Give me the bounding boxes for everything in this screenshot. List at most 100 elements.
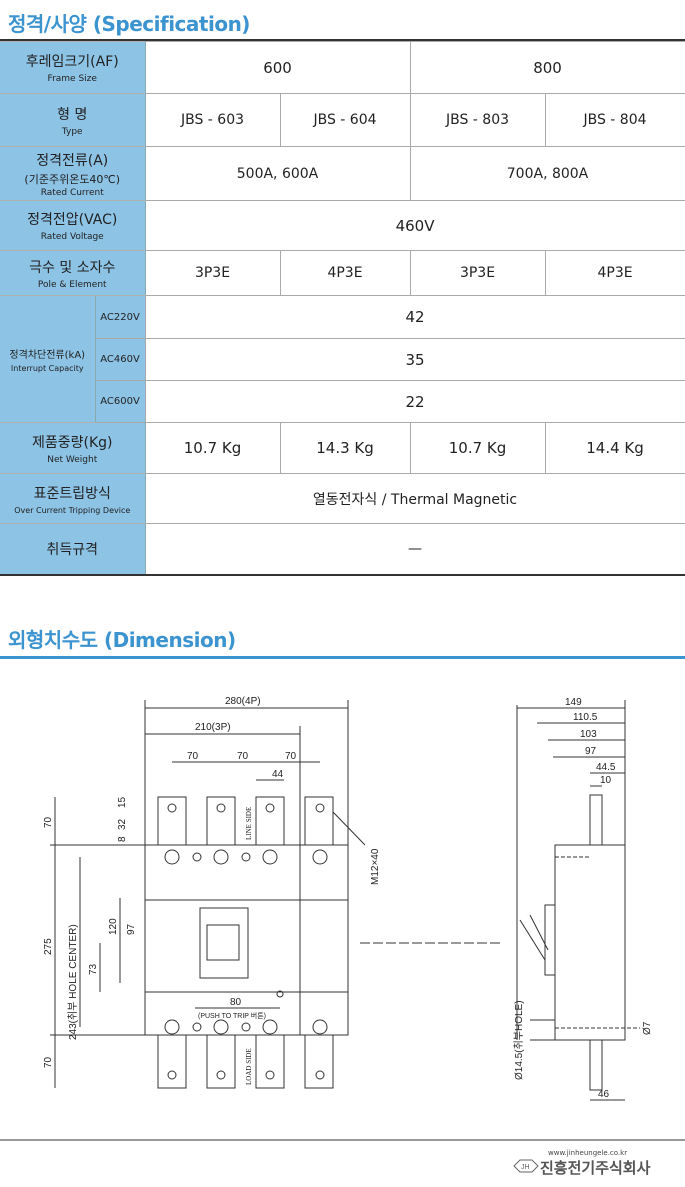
divider xyxy=(0,656,685,659)
dim-label: M12×40 xyxy=(370,848,381,885)
dim-label: 149 xyxy=(565,697,582,708)
dim-label: Ø14.5(취부HOLE) xyxy=(513,1000,525,1080)
sub-label: AC220V xyxy=(95,295,146,339)
dim-label: 110.5 xyxy=(573,712,598,723)
line-side-label: LINE SIDE xyxy=(245,807,253,840)
dim-label: 8 xyxy=(117,836,128,842)
dim-label: 103 xyxy=(580,729,597,740)
label: 정격전류(A) xyxy=(36,152,109,169)
cell: JBS - 603 xyxy=(145,93,281,147)
dim-label: 70 xyxy=(237,751,249,762)
bottom-terminals xyxy=(157,1034,334,1089)
dim-label: 210(3P) xyxy=(195,722,231,733)
label: 제품중량(Kg) xyxy=(31,434,113,451)
cell: 460V xyxy=(145,200,685,251)
dim-label: 97 xyxy=(585,746,597,757)
sub-label: AC600V xyxy=(95,380,146,423)
dimension-drawing: 280(4P) 210(3P) 70 70 70 44 15 32 8 70 2… xyxy=(43,696,653,1101)
dim-label: 73 xyxy=(88,963,99,975)
cell: — xyxy=(145,523,685,576)
dim-label: 10 xyxy=(600,775,612,786)
cell: 600 xyxy=(145,41,411,94)
label-en: Rated Current xyxy=(40,187,104,198)
label: 형 명 xyxy=(57,106,88,123)
cell: 500A, 600A xyxy=(145,146,411,201)
top-terminals xyxy=(157,796,334,846)
dim-label: 46 xyxy=(598,1089,610,1100)
cell: 4P3E xyxy=(545,250,685,296)
cell: 3P3E xyxy=(145,250,281,296)
table-row: 후레임크기(AF) Frame Size 600 800 xyxy=(0,41,685,94)
label-en: Frame Size xyxy=(47,74,97,84)
sub-label: AC460V xyxy=(95,338,146,381)
label-en: Rated Voltage xyxy=(40,232,104,242)
table-row: 표준트립방식 Over Current Tripping Device 열동전자식… xyxy=(0,473,685,524)
footer-divider xyxy=(0,1139,685,1141)
spec-table: 후레임크기(AF) Frame Size 600 800 형 명 Type JBS … xyxy=(0,41,685,576)
label-en: Type xyxy=(61,126,83,137)
breaker-body xyxy=(144,844,349,1036)
label-sub: (기준주위온도40℃) xyxy=(24,172,121,186)
table-row: 정격전류(A) (기준주위온도40℃)Rated Current 500A, 60… xyxy=(0,146,685,201)
table-row: AC460V 35 xyxy=(0,338,685,381)
dim-label: 280(4P) xyxy=(225,696,261,707)
cell: 3P3E xyxy=(410,250,546,296)
cell: 14.3 Kg xyxy=(280,422,411,474)
svg-text:JH: JH xyxy=(521,1164,530,1171)
cell: JBS - 604 xyxy=(280,93,411,147)
cell: 10.7 Kg xyxy=(145,422,281,474)
side-view xyxy=(516,700,640,1101)
dim-label: 80 xyxy=(230,997,242,1008)
label-en: Net Weight xyxy=(47,454,98,465)
dim-label: 44 xyxy=(272,769,284,780)
dim-label: 15 xyxy=(117,796,128,808)
handle xyxy=(199,907,249,979)
cell: JBS - 804 xyxy=(545,93,685,147)
footer-url: www.jinheungele.co.kr xyxy=(548,1149,628,1157)
label: 표준트립방식 xyxy=(33,485,111,502)
dim-label: 32 xyxy=(117,818,128,830)
table-row: 정격전압(VAC) Rated Voltage 460V xyxy=(0,200,685,251)
cell: 700A, 800A xyxy=(410,146,685,201)
company-logo-icon: JH xyxy=(513,1159,539,1173)
dim-label: 70 xyxy=(285,751,297,762)
label: 정격차단전류(kA) xyxy=(9,349,86,361)
cell: 열동전자식 / Thermal Magnetic xyxy=(145,473,685,524)
table-row: 취득규격 — xyxy=(0,523,685,576)
dim-label: 120 xyxy=(108,918,119,935)
label: 극수 및 소자수 xyxy=(29,259,116,276)
dim-label: Ø7 xyxy=(642,1021,653,1035)
cell: JBS - 803 xyxy=(410,93,546,147)
label-en: Over Current Tripping Device xyxy=(14,505,131,515)
label: 후레임크기(AF) xyxy=(25,54,119,70)
cell: 42 xyxy=(145,295,685,339)
cell: 10.7 Kg xyxy=(410,422,546,474)
dim-label: 70 xyxy=(43,1056,54,1068)
table-row: 정격차단전류(kA) Interrupt Capacity AC220V 42 xyxy=(0,295,685,423)
dim-label: 97 xyxy=(126,923,137,935)
dim-label: 243(취부 HOLE CENTER) xyxy=(67,924,79,1040)
dim-label: 44.5 xyxy=(596,762,616,773)
dimension-title: 외형치수도 (Dimension) xyxy=(8,628,236,652)
load-side-label: LOAD SIDE xyxy=(245,1048,253,1085)
cell: 4P3E xyxy=(280,250,411,296)
company-name: 진흥전기주식회사 xyxy=(540,1159,651,1177)
cell: 22 xyxy=(145,380,685,423)
label-en: Interrupt Capacity xyxy=(10,363,84,373)
cell: 35 xyxy=(145,338,685,381)
table-row: AC600V 22 xyxy=(0,380,685,423)
dim-label: 70 xyxy=(43,816,54,828)
cell: 14.4 Kg xyxy=(545,422,685,474)
spec-title: 정격/사양 (Specification) xyxy=(8,12,250,36)
label-en: Pole & Element xyxy=(37,279,107,290)
dim-label: 70 xyxy=(187,751,199,762)
label: 정격전압(VAC) xyxy=(27,212,118,228)
dim-label: (PUSH TO TRIP 버튼) xyxy=(198,1011,266,1020)
cell: 800 xyxy=(410,41,685,94)
dim-label: 275 xyxy=(43,938,54,955)
label: 취득규격 xyxy=(46,541,99,558)
divider xyxy=(0,39,685,41)
